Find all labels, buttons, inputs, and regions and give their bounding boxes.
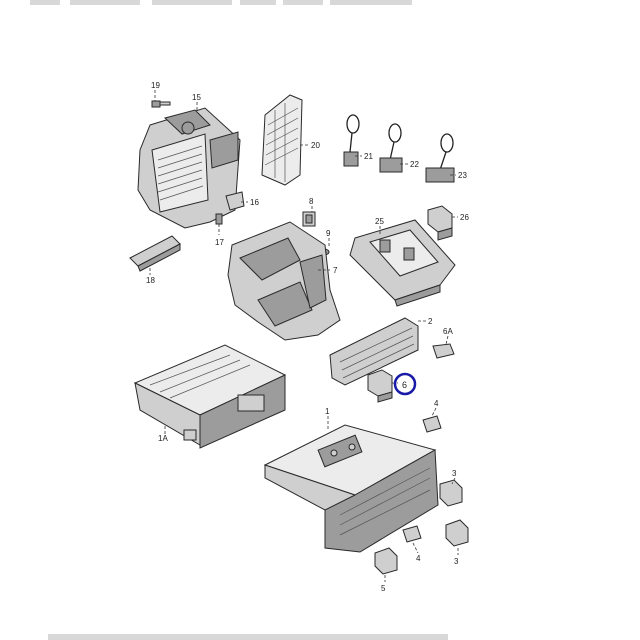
top-border-segment	[283, 0, 323, 5]
callout-18: 18	[146, 276, 155, 285]
highlight-ring	[393, 372, 417, 396]
part-23-wire-plug	[425, 133, 455, 183]
part-19-bolt	[151, 100, 171, 108]
part-7-bracket	[227, 221, 341, 341]
part-2-fuse-strip	[329, 317, 419, 386]
callout-6: 6	[402, 380, 407, 390]
callout-25: 25	[375, 217, 384, 226]
callout-4-upper: 4	[434, 399, 439, 408]
part-17-screw	[215, 213, 223, 225]
part-18-strip	[129, 235, 181, 272]
part-25-relay-carrier	[349, 219, 456, 307]
callout-1: 1	[325, 407, 330, 416]
part-1-fuse-box	[263, 424, 439, 553]
callout-22: 22	[410, 160, 419, 169]
part-15-housing	[137, 107, 241, 229]
callout-21: 21	[364, 152, 373, 161]
part-8-clip	[302, 211, 316, 227]
callout-3-upper: 3	[452, 469, 457, 478]
callout-6-highlight[interactable]: 6	[393, 372, 417, 396]
callout-16: 16	[250, 198, 259, 207]
callout-2: 2	[428, 317, 433, 326]
callout-19: 19	[151, 81, 160, 90]
part-4-relay-lower	[402, 525, 422, 543]
part-1a-control-unit	[133, 344, 287, 449]
callout-26: 26	[460, 213, 469, 222]
callout-17: 17	[215, 238, 224, 247]
callout-20: 20	[311, 141, 320, 150]
callout-3-lower: 3	[454, 557, 459, 566]
top-border-segment	[240, 0, 276, 5]
callout-8: 8	[309, 197, 314, 206]
callout-6a: 6A	[443, 327, 453, 336]
callout-4-lower: 4	[416, 554, 421, 563]
callout-7: 7	[333, 266, 338, 275]
callout-labels: 19 15 20 21 22 23 16 17 18 8 9 7 25 26 2…	[146, 81, 469, 593]
callout-1a: 1A	[158, 434, 168, 443]
callout-23: 23	[458, 171, 467, 180]
bottom-border	[48, 634, 448, 640]
callout-15: 15	[192, 93, 201, 102]
part-22-wire-plug	[379, 123, 403, 173]
part-26-relay	[427, 205, 453, 241]
part-5-relay	[374, 547, 398, 575]
part-21-wire-plug	[343, 114, 360, 167]
part-6-relay	[367, 369, 393, 403]
part-20-cover	[261, 94, 303, 186]
top-border-segment	[152, 0, 232, 5]
part-3-relay-lower	[445, 519, 469, 547]
leader-lines	[149, 90, 459, 582]
part-16-clip	[225, 191, 245, 211]
top-border-segment	[330, 0, 412, 5]
callout-9: 9	[326, 229, 331, 238]
part-4-relay-upper	[422, 415, 442, 433]
top-border-segment	[70, 0, 140, 5]
part-3-relay-upper	[439, 479, 463, 507]
top-border-segment	[30, 0, 60, 5]
callout-5: 5	[381, 584, 386, 593]
part-6a-relay	[432, 343, 455, 359]
